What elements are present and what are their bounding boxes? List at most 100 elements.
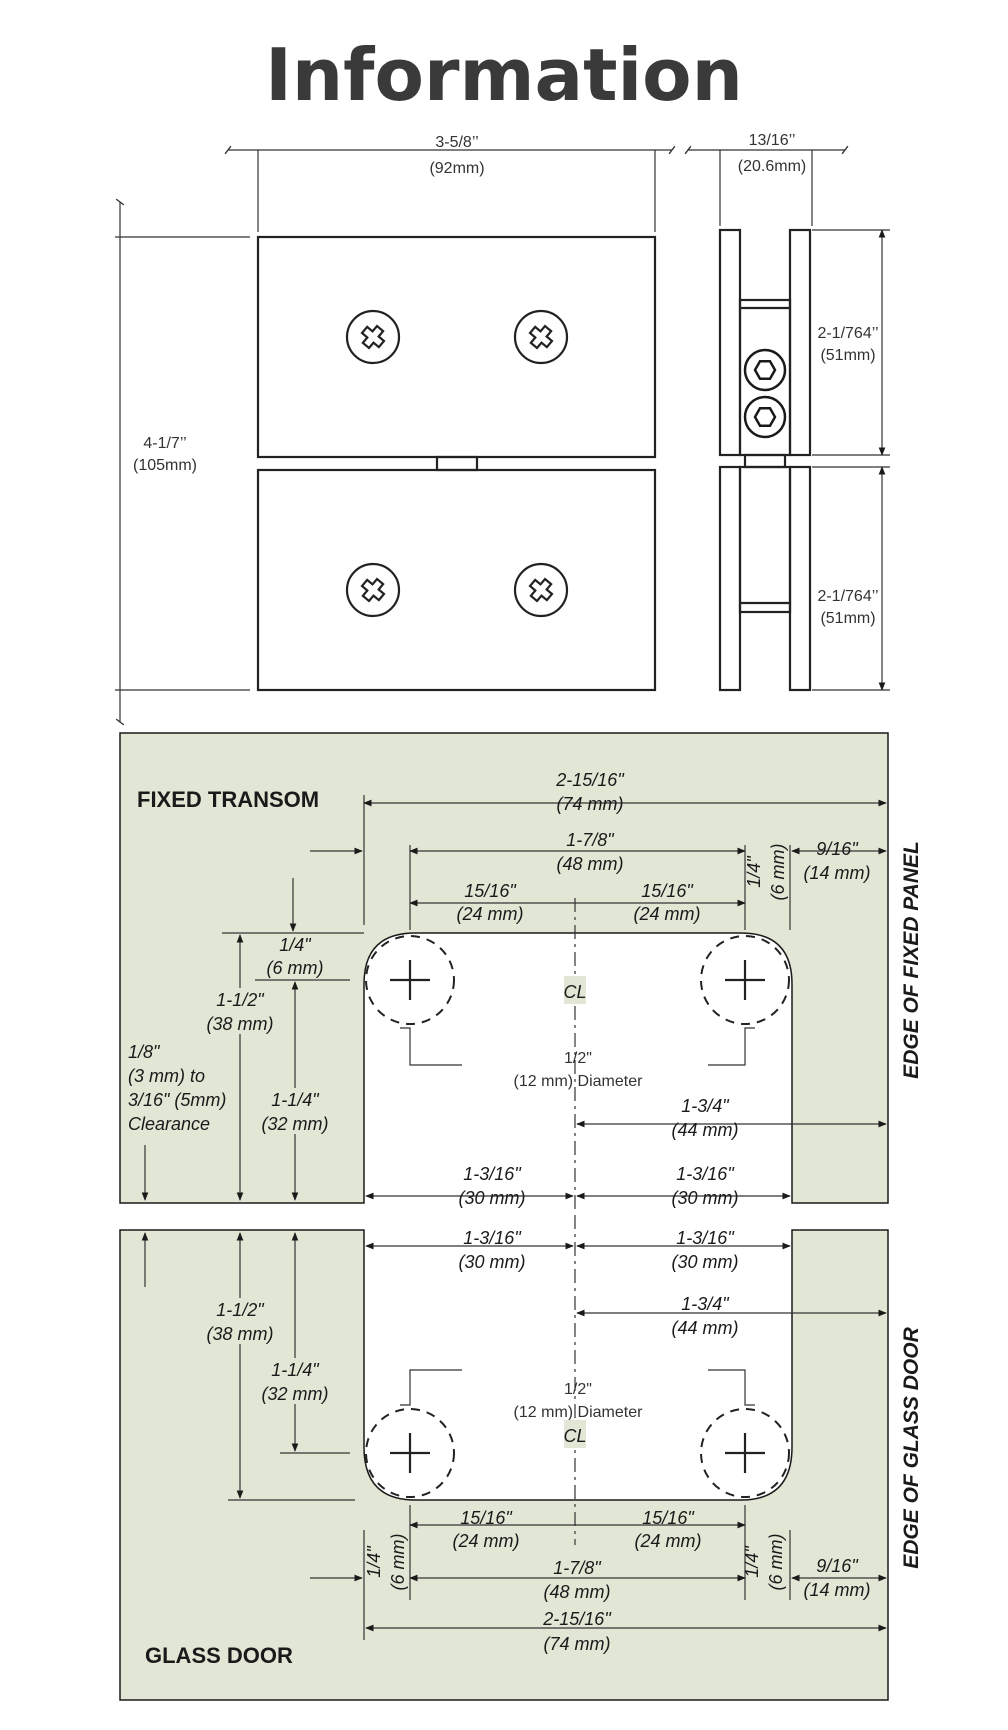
side-leaf xyxy=(718,228,742,457)
door-cut-left-mm: (30 mm) xyxy=(459,1252,526,1272)
fixed-half-right-mm: (24 mm) xyxy=(634,904,701,924)
fixed-depth-mm: (32 mm) xyxy=(262,1114,329,1134)
door-half-left-inch: 15/16" xyxy=(460,1508,513,1528)
door-half-right-mm: (24 mm) xyxy=(635,1531,702,1551)
mounting-hole-icon xyxy=(700,935,790,1025)
label-mask xyxy=(564,1420,586,1448)
fixed-cut-left-mm: (30 mm) xyxy=(459,1188,526,1208)
door-center-inch: 1-3/4" xyxy=(681,1294,730,1314)
clearance-line-4: Clearance xyxy=(128,1114,210,1134)
door-offset2-inch: 1/4" xyxy=(742,1545,762,1578)
side-lower-mm: (51mm) xyxy=(820,610,875,627)
label-mask xyxy=(564,976,586,1004)
edge-fixed-panel-label: EDGE OF FIXED PANEL xyxy=(900,841,923,1079)
fixed-hole-mm: (12 mm) Diameter xyxy=(514,1073,644,1090)
clearance-line-2: (3 mm) to xyxy=(128,1066,205,1086)
hex-screw-icon xyxy=(743,348,787,392)
fixed-half-left-inch: 15/16" xyxy=(464,881,517,901)
fixed-center-mm: (44 mm) xyxy=(672,1120,739,1140)
lower-plate xyxy=(256,468,657,692)
leader-line xyxy=(708,1027,755,1066)
front-width-inch: 3-5/8’’ xyxy=(435,134,478,151)
fixed-offset-mm: (6 mm) xyxy=(768,844,788,901)
mounting-hole-icon xyxy=(365,1408,455,1498)
door-offset-mm: (6 mm) xyxy=(388,1534,408,1591)
hex-screw-icon xyxy=(743,395,787,439)
fixed-overall-mm: (74 mm) xyxy=(557,794,624,814)
side-upper-inch: 2-1/764’’ xyxy=(817,325,878,342)
door-height-inch: 1-1/2" xyxy=(216,1300,265,1320)
side-knuckle xyxy=(743,453,787,469)
label-mask xyxy=(200,988,280,1034)
door-overall-inch: 2-15/16" xyxy=(542,1609,612,1629)
side-upper-mm: (51mm) xyxy=(820,347,875,364)
fixed-center-inch: 1-3/4" xyxy=(681,1096,730,1116)
door-edge-inch: 9/16" xyxy=(816,1556,859,1576)
fixed-overall-inch: 2-15/16" xyxy=(555,770,625,790)
fixed-top-inch: 1/4" xyxy=(279,935,312,955)
fixed-cut-right-mm: (30 mm) xyxy=(672,1188,739,1208)
mounting-hole-icon xyxy=(365,935,455,1025)
screw-icon xyxy=(345,562,401,618)
door-cut-left-inch: 1-3/16" xyxy=(463,1228,522,1248)
fixed-transom-label: FIXED TRANSOM xyxy=(137,787,319,812)
front-height-mm: (105mm) xyxy=(133,457,197,474)
fixed-span-inch: 1-7/8" xyxy=(566,830,615,850)
leader-line xyxy=(400,1369,462,1406)
door-offset-inch: 1/4" xyxy=(364,1545,384,1578)
side-leaf xyxy=(788,228,812,457)
glass-door-template: GLASS DOOR EDGE OF GLASS DOOR 1-3/16" (3… xyxy=(119,1215,923,1701)
fixed-height-mm: (38 mm) xyxy=(207,1014,274,1034)
door-hole-mm: (12 mm) Diameter xyxy=(514,1404,644,1421)
fixed-offset-inch: 1/4" xyxy=(744,855,764,888)
edge-glass-door-label: EDGE OF GLASS DOOR xyxy=(900,1326,923,1568)
door-offset2-mm: (6 mm) xyxy=(766,1534,786,1591)
screw-icon xyxy=(345,309,401,365)
door-center-mm: (44 mm) xyxy=(672,1318,739,1338)
mounting-hole-icon xyxy=(700,1408,790,1498)
label-mask xyxy=(255,1088,335,1134)
clearance-line-1: 1/8" xyxy=(128,1042,161,1062)
door-cut-right-mm: (30 mm) xyxy=(672,1252,739,1272)
fixed-depth-inch: 1-1/4" xyxy=(271,1090,320,1110)
door-overall-mm: (74 mm) xyxy=(544,1634,611,1654)
clearance-line-3: 3/16" (5mm) xyxy=(128,1090,226,1110)
door-span-inch: 1-7/8" xyxy=(553,1558,602,1578)
door-cut-right-inch: 1-3/16" xyxy=(676,1228,735,1248)
fixed-height-inch: 1-1/2" xyxy=(216,990,265,1010)
hinge-knuckle xyxy=(435,455,479,472)
side-lower-inch: 2-1/764’’ xyxy=(817,588,878,605)
leader-line xyxy=(400,1027,462,1066)
label-mask xyxy=(255,1358,335,1404)
side-body xyxy=(738,465,792,614)
door-depth-mm: (32 mm) xyxy=(262,1384,329,1404)
fixed-edge-inch: 9/16" xyxy=(816,839,859,859)
fixed-top-mm: (6 mm) xyxy=(267,958,324,978)
fixed-transom-template: FIXED TRANSOM EDGE OF FIXED PANEL 2-15/1… xyxy=(119,732,923,1210)
door-height-mm: (38 mm) xyxy=(207,1324,274,1344)
screw-icon xyxy=(513,309,569,365)
fixed-cut-right-inch: 1-3/16" xyxy=(676,1164,735,1184)
page-title: Information xyxy=(265,33,743,117)
fixed-hole-inch: 1/2" xyxy=(564,1050,592,1067)
fixed-centerline-label: CL xyxy=(563,982,586,1002)
label-mask xyxy=(200,1298,280,1344)
fixed-half-right-inch: 15/16" xyxy=(641,881,694,901)
side-depth-mm: (20.6mm) xyxy=(738,158,806,175)
fixed-cut-left-inch: 1-3/16" xyxy=(463,1164,522,1184)
door-centerline-label: CL xyxy=(563,1426,586,1446)
front-height-inch: 4-1/7’’ xyxy=(143,435,186,452)
side-view: 13/16’’ (20.6mm) 2-1/764’’ (51mm) 2-1/76… xyxy=(684,132,890,692)
side-leaf xyxy=(788,465,812,692)
door-hole-inch: 1/2" xyxy=(564,1381,592,1398)
fixed-edge-mm: (14 mm) xyxy=(804,863,871,883)
door-edge-mm: (14 mm) xyxy=(804,1580,871,1600)
leader-line xyxy=(708,1369,755,1406)
side-leaf xyxy=(718,465,742,692)
door-half-left-mm: (24 mm) xyxy=(453,1531,520,1551)
upper-plate xyxy=(256,235,657,459)
glass-door-panel xyxy=(119,1229,889,1701)
fixed-half-left-mm: (24 mm) xyxy=(457,904,524,924)
fixed-span-mm: (48 mm) xyxy=(557,854,624,874)
